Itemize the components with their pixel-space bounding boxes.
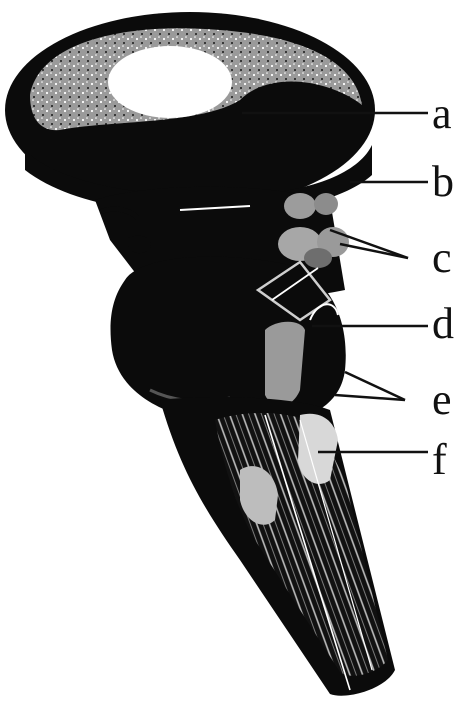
labels: a b c d e f — [432, 89, 454, 484]
label-d: d — [432, 299, 454, 348]
label-a: a — [432, 89, 452, 138]
label-c: c — [432, 233, 452, 282]
label-e: e — [432, 375, 452, 424]
label-f: f — [432, 435, 447, 484]
label-b: b — [432, 157, 454, 206]
brainstem — [160, 397, 395, 696]
